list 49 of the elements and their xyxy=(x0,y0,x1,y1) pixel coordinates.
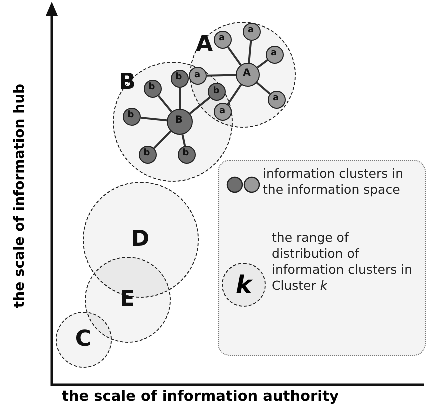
cluster-letter: D xyxy=(131,228,150,250)
connector-line xyxy=(140,116,168,122)
connector-line xyxy=(227,84,242,106)
cluster-variable: k xyxy=(236,273,252,297)
hub-cluster-dot xyxy=(236,62,260,86)
cluster-letter: a xyxy=(272,94,280,104)
cluster-dot xyxy=(214,103,232,121)
cluster-letter: b xyxy=(213,87,220,96)
cluster-dot xyxy=(242,22,260,40)
connector-line xyxy=(227,46,242,66)
cluster-dot xyxy=(214,30,232,48)
cluster-dot xyxy=(189,67,207,85)
cluster-dot xyxy=(170,70,188,88)
connector-line xyxy=(206,74,236,77)
axis-label: the scale of information hub xyxy=(12,84,28,308)
cluster-letter: a xyxy=(194,71,201,80)
cluster-letter: b xyxy=(128,112,134,120)
connector-line xyxy=(256,82,271,95)
cluster-letter: b xyxy=(176,74,182,82)
connector-line xyxy=(182,134,186,146)
cluster-dot xyxy=(138,146,156,164)
axis-label: the scale of information authority xyxy=(62,389,339,405)
cluster-letter: B xyxy=(175,116,183,126)
cluster-letter: a xyxy=(218,34,226,44)
legend-text: the range of distribution of information clusters in Cluster k xyxy=(272,230,414,294)
cluster-dot xyxy=(144,80,162,98)
cluster-dot xyxy=(266,46,284,64)
cluster-letter: A xyxy=(243,69,251,79)
connector-line xyxy=(189,96,211,115)
cluster-letter: C xyxy=(75,328,92,350)
cluster-letter: B xyxy=(119,72,136,94)
connector-line xyxy=(257,60,268,69)
cluster-letter: A xyxy=(196,34,214,56)
connector-line xyxy=(154,130,172,150)
cluster-dot xyxy=(208,83,226,101)
cluster-dot xyxy=(268,90,286,108)
hub-cluster-dot xyxy=(166,108,192,134)
connector-line xyxy=(248,40,252,64)
cluster-letter: a xyxy=(270,50,278,58)
connector-line xyxy=(179,88,181,109)
cluster-dot xyxy=(178,146,196,164)
legend-text: information clusters in the information space xyxy=(263,166,405,198)
connector-line xyxy=(158,95,173,113)
cluster-letter: b xyxy=(148,84,156,92)
cluster-letter: b xyxy=(144,150,150,158)
cluster-letter: a xyxy=(219,107,226,116)
cluster-dot xyxy=(122,108,140,126)
cluster-letter: a xyxy=(248,26,254,36)
cluster-letter: b xyxy=(182,150,190,158)
